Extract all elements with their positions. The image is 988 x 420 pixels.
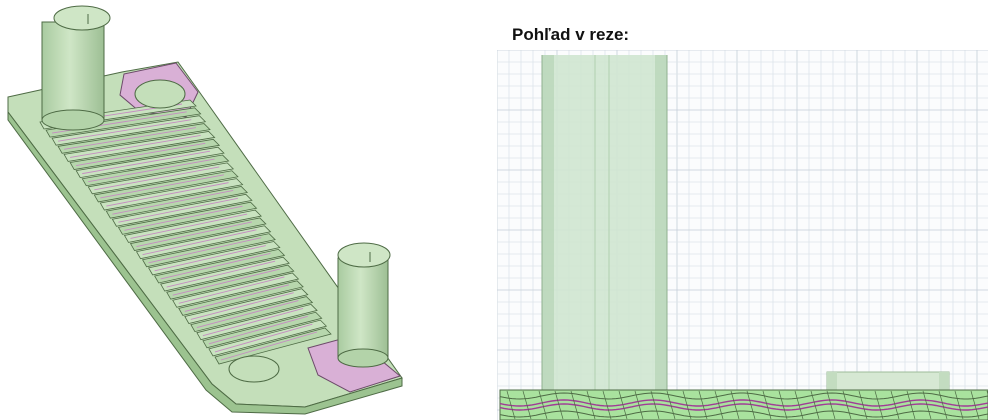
hatch-line xyxy=(778,390,788,420)
corrugation-line xyxy=(499,403,988,411)
plate-ridge xyxy=(196,303,318,341)
plate-ridge xyxy=(87,162,235,195)
plate-ridge xyxy=(57,123,211,154)
hatch-line xyxy=(634,390,644,420)
hatch-line xyxy=(826,390,836,420)
plate-ridge xyxy=(214,327,332,365)
plate-ridge xyxy=(63,131,216,162)
hatch-line xyxy=(714,390,724,420)
hatch-line xyxy=(602,390,612,420)
plate-ridge xyxy=(160,256,290,292)
plate-ridge xyxy=(154,248,286,284)
plate-ridge xyxy=(184,288,309,324)
plate-ridge xyxy=(81,154,230,187)
hatch-line xyxy=(842,390,852,420)
plate-stack xyxy=(39,99,332,365)
hatch-line xyxy=(506,390,516,420)
port-disc-top xyxy=(134,79,186,109)
hatch-line xyxy=(874,390,884,420)
plate-ridge xyxy=(105,186,249,219)
plate-ridge xyxy=(93,170,239,203)
section-pipe-left xyxy=(541,55,668,395)
hatch-line xyxy=(682,390,692,420)
section-view-title: Pohľad v reze: xyxy=(512,25,630,44)
hatch-line xyxy=(762,390,772,420)
plate-ridge xyxy=(190,296,314,333)
plate-ridge xyxy=(117,201,258,235)
hatch-line xyxy=(522,390,532,420)
hatch-line xyxy=(858,390,868,420)
hatch-line xyxy=(586,390,596,420)
plate-ridge xyxy=(208,319,328,357)
hatch-line xyxy=(650,390,660,420)
hatch-line xyxy=(746,390,756,420)
outlet-pipe xyxy=(337,242,391,368)
hatch-line xyxy=(922,390,932,420)
plate-ridge xyxy=(75,146,225,179)
hatch-line xyxy=(538,390,548,420)
plate-ridge xyxy=(99,178,244,211)
hatch-line xyxy=(938,390,948,420)
plate-ridge xyxy=(178,280,304,316)
heat-exchanger-3d-view xyxy=(7,5,403,415)
corrugation-line xyxy=(499,392,988,400)
hatch-line xyxy=(906,390,916,420)
hatch-line xyxy=(970,390,980,420)
plate-ridge xyxy=(172,272,300,308)
plate-ridge xyxy=(123,209,262,243)
hatch-line xyxy=(618,390,628,420)
plate-ridge xyxy=(148,241,281,276)
hatch-line xyxy=(794,390,804,420)
section-grid xyxy=(497,50,988,420)
hatch-line xyxy=(890,390,900,420)
inlet-pipe xyxy=(41,5,111,131)
plate-ridge xyxy=(129,217,267,252)
plate-ridge xyxy=(141,233,276,268)
plate-ridge xyxy=(166,264,295,300)
corrugation-line xyxy=(499,399,988,407)
plate-ridge xyxy=(69,138,221,170)
hatch-line xyxy=(666,390,676,420)
hatch-line xyxy=(554,390,564,420)
base-plate-edge xyxy=(7,110,403,415)
plate-ridge xyxy=(51,115,207,146)
plate-ridge xyxy=(111,193,253,227)
plate-ridge xyxy=(135,225,272,260)
section-corrugation xyxy=(499,390,988,420)
hatch-line xyxy=(698,390,708,420)
hatch-line xyxy=(810,390,820,420)
plate-ridge xyxy=(202,311,323,349)
heat-exchanger-section-view xyxy=(497,50,988,420)
hatch-line xyxy=(954,390,964,420)
corrugation-line xyxy=(499,410,988,418)
hatch-line xyxy=(730,390,740,420)
hatch-line xyxy=(570,390,580,420)
port-disc-bottom xyxy=(228,355,280,383)
